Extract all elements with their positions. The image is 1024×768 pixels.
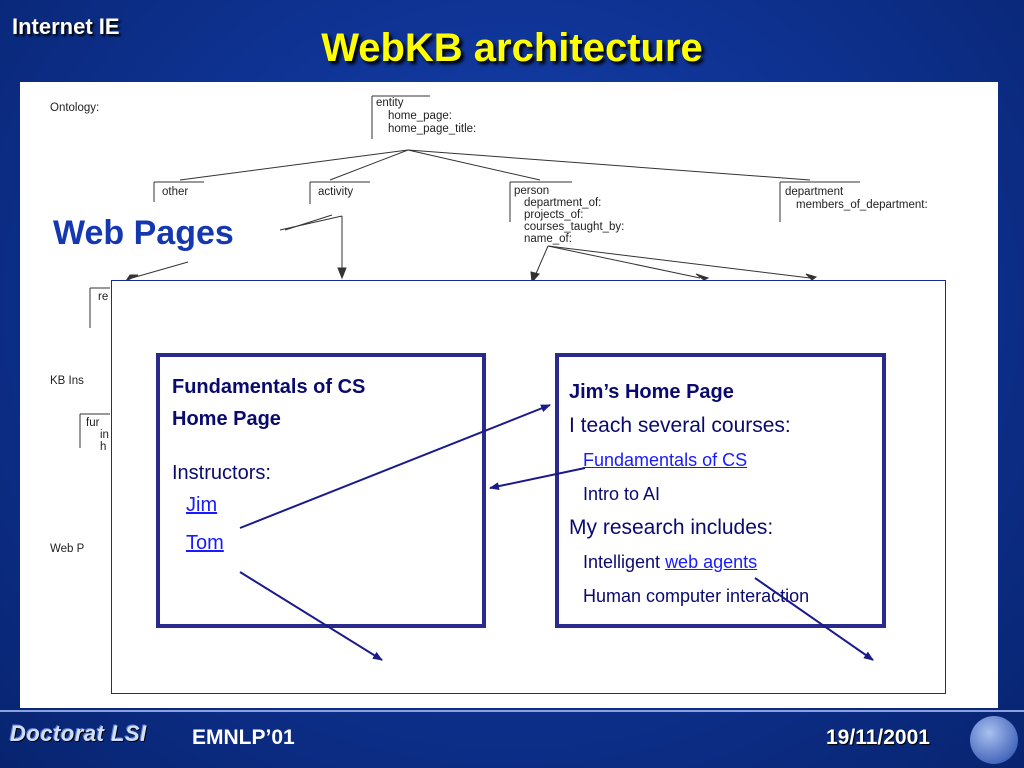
jim-home-page: Jim’s Home Page I teach several courses:… — [555, 353, 886, 628]
entity-node: entity home_page: home_page_title: — [371, 95, 476, 139]
course-item: Intro to AI — [583, 484, 661, 504]
fundamentals-page: Fundamentals of CS Home Page Instructors… — [156, 353, 486, 628]
department-title: department — [785, 186, 844, 198]
department-attr: members_of_department: — [796, 199, 928, 211]
entity-attr: home_page_title: — [388, 123, 476, 135]
fundamentals-title-2: Home Page — [172, 408, 281, 430]
activity-node: activity — [309, 181, 370, 204]
person-title: person — [514, 185, 549, 197]
person-attr: courses_taught_by: — [524, 221, 624, 233]
ontology-diagram: Ontology: entity home_page: home_page_ti… — [50, 95, 928, 555]
person-attr: department_of: — [524, 197, 601, 209]
research-line: My research includes: — [569, 516, 774, 539]
conference-label: EMNLP’01 — [192, 726, 295, 749]
kb-fragment: h — [100, 441, 106, 453]
other-node: other — [153, 181, 204, 202]
jim-page-title: Jim’s Home Page — [569, 381, 734, 403]
fundamentals-link[interactable]: Fundamentals of CS — [583, 450, 748, 470]
person-node: person department_of: projects_of: cours… — [509, 181, 624, 245]
research-item: Human computer interaction — [583, 586, 810, 606]
corner-label: Internet IE — [12, 14, 120, 39]
fundamentals-title: Fundamentals of CS — [172, 376, 366, 398]
entity-attr: home_page: — [388, 110, 452, 122]
web-pages-small-label: Web P — [50, 543, 85, 555]
ontology-label: Ontology: — [50, 102, 99, 114]
entity-title: entity — [376, 97, 404, 109]
person-attr: name_of: — [524, 233, 572, 245]
partial-node-label: re — [98, 291, 108, 303]
jim-link[interactable]: Jim — [186, 494, 218, 516]
research-item-prefix: Intelligent — [583, 552, 666, 572]
web-pages-label: Web Pages — [53, 214, 234, 252]
person-attr: projects_of: — [524, 209, 583, 221]
other-label: other — [162, 186, 188, 198]
date-label: 19/11/2001 — [826, 726, 930, 749]
footer-divider — [0, 710, 1024, 712]
tom-link[interactable]: Tom — [186, 532, 224, 554]
kb-fragment: fur — [86, 417, 100, 429]
teach-line: I teach several courses: — [569, 414, 791, 437]
slide-title: WebKB architecture — [321, 26, 703, 70]
department-node: department members_of_department: — [779, 181, 928, 222]
university-emblem-icon — [970, 716, 1018, 764]
ontology-links — [179, 149, 811, 181]
kb-instances-label: KB Ins — [50, 375, 84, 387]
instructors-label: Instructors: — [172, 462, 271, 484]
kb-fragment: in — [100, 429, 109, 441]
doctorat-logo: Doctorat LSI — [10, 721, 147, 746]
web-agents-link[interactable]: web agents — [665, 552, 758, 572]
activity-label: activity — [318, 186, 353, 198]
